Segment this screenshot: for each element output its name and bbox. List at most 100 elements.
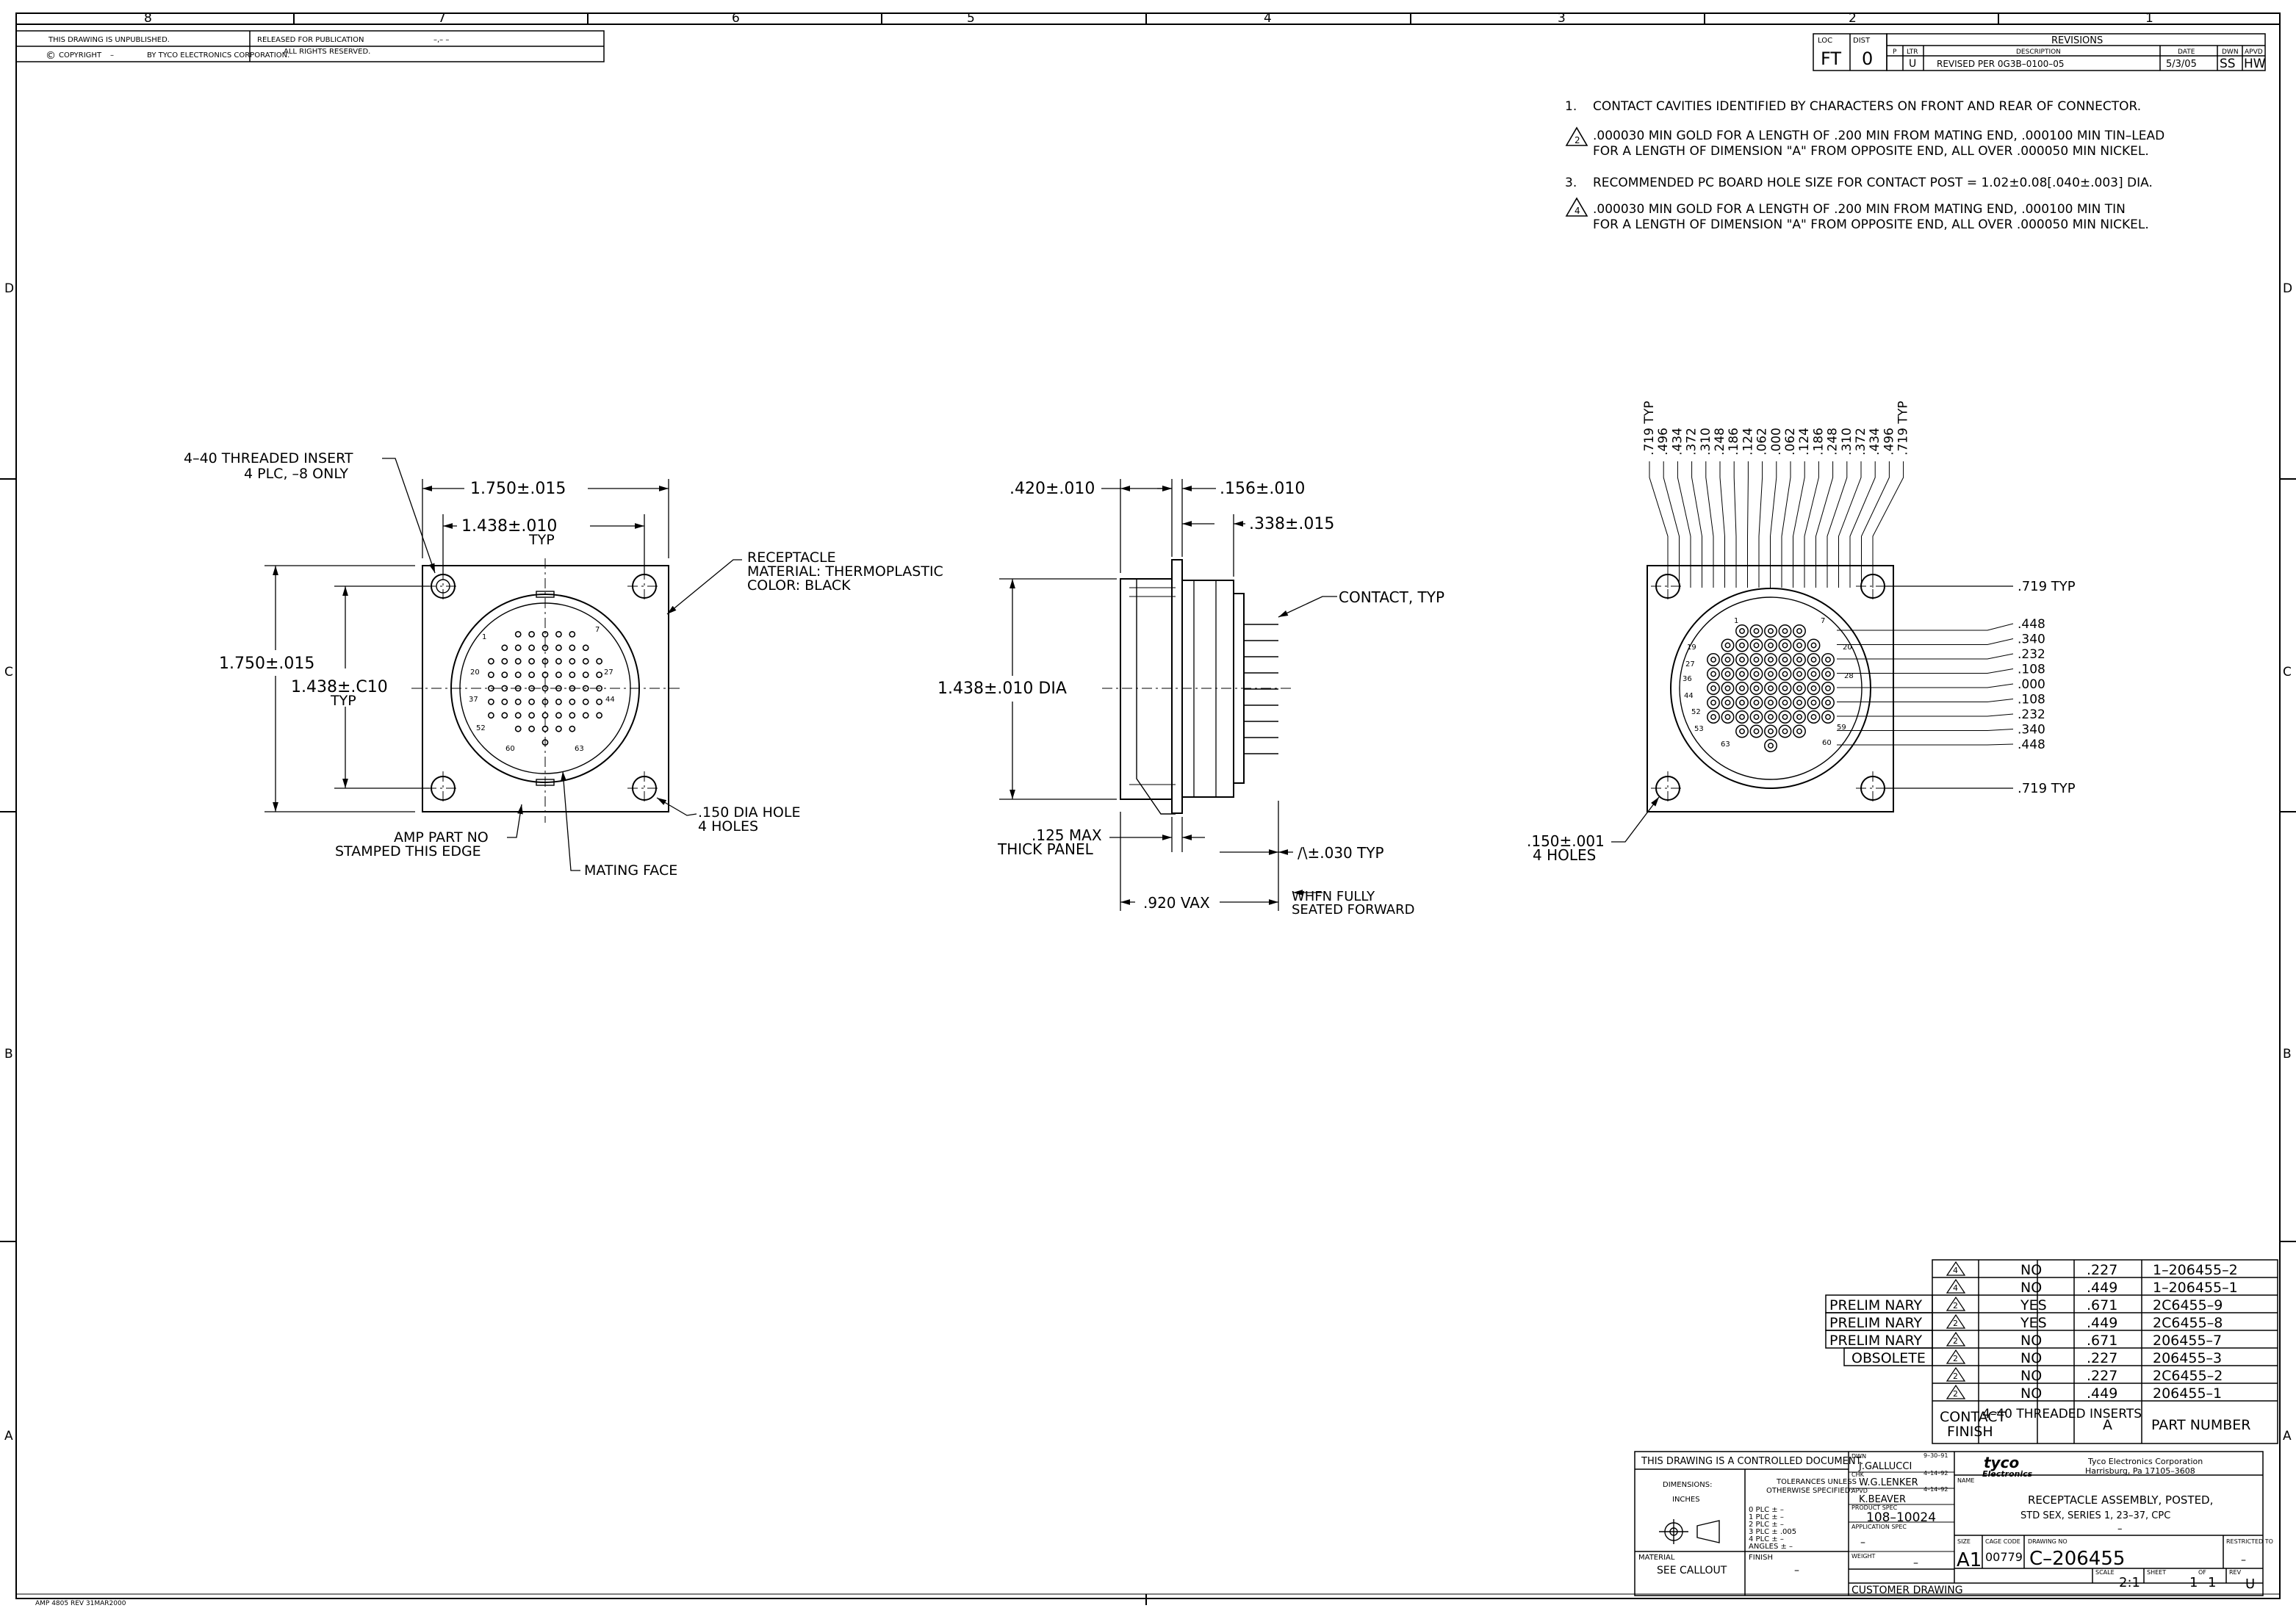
rear-right-leader (1837, 713, 2014, 717)
contact-cavity (555, 699, 562, 705)
contact-cavity (569, 671, 576, 678)
released-value: –,– – (433, 36, 449, 44)
contact-cavity (1793, 653, 1806, 666)
note-4-flag-icon (1565, 197, 1588, 217)
rear-right-dimension: .108 (2018, 663, 2045, 677)
contact-cavity-center (1739, 714, 1745, 720)
rear-cavity-label: 28 (1844, 672, 1854, 680)
contact-cavity-center (1753, 628, 1760, 634)
contact-cavity (1721, 696, 1735, 710)
revision-apvd: HW (2244, 57, 2266, 71)
contact-cavity (1807, 653, 1821, 666)
contact-cavity-center (1724, 671, 1731, 677)
note-flag-icon (1946, 1384, 1966, 1399)
table-a-value: .227 (2087, 1262, 2117, 1278)
dim-side-flange: .156±.010 (1220, 480, 1305, 498)
material-label: MATERIAL (1638, 1554, 1675, 1562)
rear-cavity-label: 52 (1691, 708, 1701, 716)
contact-cavity (1778, 710, 1792, 724)
rear-cavity-label: 1 (1734, 617, 1738, 625)
contact-cavity (1735, 653, 1749, 666)
contact-cavity (1807, 682, 1821, 695)
contact-cavity (1764, 653, 1777, 666)
rear-cavity-label: 19 (1687, 644, 1696, 652)
loc-label: LOC (1818, 37, 1832, 45)
panel-callout-2: THICK PANEL (997, 840, 1094, 858)
contact-cavity (555, 712, 562, 719)
contact-cavity (1821, 696, 1835, 710)
copyright-mark: © (46, 50, 56, 62)
contact-cavity (1749, 696, 1763, 710)
contact-cavity (582, 685, 589, 692)
contact-cavity-center (1753, 685, 1760, 691)
contact-cavity-center (1739, 642, 1745, 649)
contact-cavity (1778, 696, 1792, 710)
rear-top-dimension: .434 (1670, 428, 1685, 455)
contact-cavity-center (1724, 714, 1731, 720)
table-note-ref: 2 (1953, 1319, 1958, 1328)
drawing-name-2: STD SEX, SERIES 1, 23–37, CPC (2020, 1510, 2170, 1521)
table-insert-value: NO (2020, 1280, 2042, 1296)
contact-cavity (1749, 710, 1763, 724)
contact-cavity-center (1768, 685, 1774, 691)
contact-cavity (1707, 667, 1720, 681)
front-cavity-label: 7 (595, 626, 600, 634)
table-part-number: 206455–3 (2153, 1350, 2222, 1366)
dimensions-label: DIMENSIONS: (1663, 1481, 1712, 1489)
size-value: A1 (1957, 1549, 1982, 1571)
front-cavity-label: 44 (605, 696, 615, 704)
front-view: 4–40 THREADED INSERT 4 PLC, –8 ONLY 1.75… (184, 450, 943, 879)
table-insert-value: NO (2020, 1368, 2042, 1384)
chk-label: CHK (1851, 1471, 1865, 1478)
contact-cavity (528, 712, 535, 719)
contact-cavity-center (1739, 685, 1745, 691)
table-part-number: 2C6455–2 (2153, 1368, 2223, 1384)
contact-cavity (488, 699, 494, 705)
note-3-text: RECOMMENDED PC BOARD HOLE SIZE FOR CONTA… (1593, 176, 2153, 190)
contact-cavity (1749, 682, 1763, 695)
rear-right-dimension: .448 (2018, 738, 2045, 752)
contact-cavity (1764, 682, 1777, 695)
contact-cavity-center (1710, 699, 1716, 706)
rear-cavity-label: 36 (1683, 675, 1692, 683)
contact-cavity (501, 671, 508, 678)
contact-cavity (1807, 710, 1821, 724)
contact-cavity (514, 644, 522, 652)
table-a-value: .449 (2087, 1315, 2117, 1331)
copyright-text: COPYRIGHT (59, 51, 102, 60)
table-a-value: .449 (2087, 1280, 2117, 1296)
sheet-label: SHEET (2147, 1569, 2166, 1576)
rear-cavity-label: 59 (1837, 724, 1846, 732)
contact-cavity (541, 685, 549, 692)
rear-cavity-label: 20 (1843, 644, 1852, 652)
contact-cavity-center (1825, 714, 1831, 720)
revisions-col-ltr: LTR (1907, 48, 1918, 56)
rear-top-dimension: .496 (1882, 428, 1896, 455)
revision-date: 5/3/05 (2166, 59, 2197, 70)
rear-top-dimensions: .719 TYP.496.434.372.310.248.186.124.062… (1642, 401, 1911, 455)
title-block: THIS DRAWING IS A CONTROLLED DOCUMENT. D… (1634, 1451, 2273, 1596)
rear-right-leader (1837, 729, 2014, 731)
rear-top-leader (1827, 461, 1848, 588)
table-note-ref: 4 (1953, 1266, 1958, 1275)
rear-top-dimension: .719 TYP (1896, 401, 1911, 455)
contact-callout: CONTACT, TYP (1339, 588, 1444, 606)
rear-top-leader (1649, 461, 1669, 588)
contact-cavity (555, 631, 562, 638)
controlled-document: THIS DRAWING IS A CONTROLLED DOCUMENT. (1641, 1456, 1863, 1467)
apvd-label: APVD (1851, 1488, 1868, 1494)
contact-cavity (1749, 653, 1763, 666)
contact-cavity (1721, 682, 1735, 695)
contact-cavity-center (1768, 657, 1774, 663)
note-4-text-2: FOR A LENGTH OF DIMENSION "A" FROM OPPOS… (1593, 217, 2149, 232)
note-flag-icon (1946, 1366, 1966, 1382)
receptacle-callout-1: RECEPTACLE (747, 549, 836, 566)
dim-outer-width: 1.750±.015 (470, 480, 566, 498)
table-header-inserts: 4–40 THREADED INSERTS (1982, 1407, 2142, 1421)
contact-cavity-center (1782, 699, 1788, 706)
table-insert-value: NO (2020, 1333, 2042, 1349)
tolerance-row: 2 PLC ± – (1749, 1521, 1784, 1529)
rear-hole-callout-2: 4 HOLES (1533, 846, 1596, 864)
contact-cavity-center (1739, 671, 1745, 677)
